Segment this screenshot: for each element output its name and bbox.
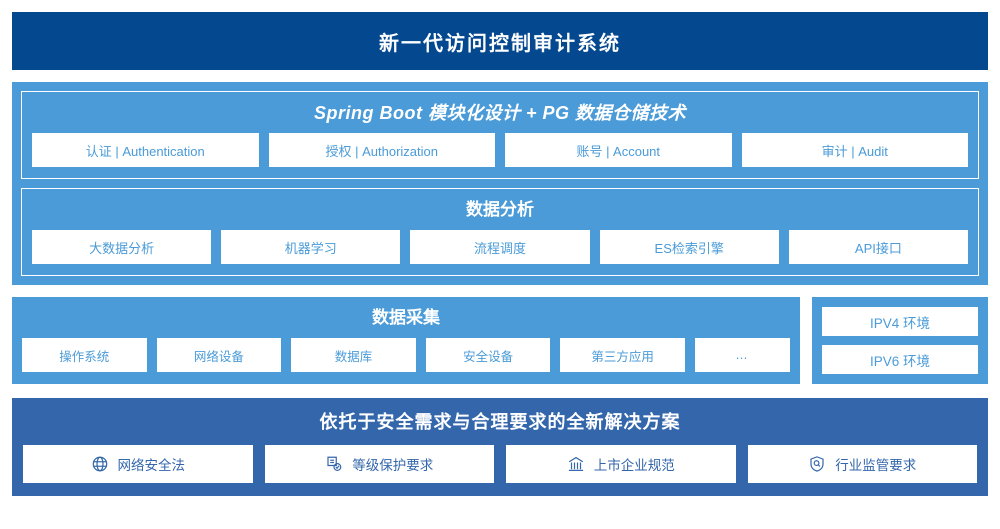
- data-collection-panel: 数据采集 操作系统 网络设备 数据库 安全设备 第三方应用 …: [12, 297, 800, 384]
- page-header: 新一代访问控制审计系统: [12, 12, 988, 70]
- chip-more[interactable]: …: [694, 338, 790, 372]
- shield-search-icon: [808, 455, 826, 473]
- chip-authorization[interactable]: 授权 | Authorization: [268, 133, 495, 167]
- chip-security-device[interactable]: 安全设备: [425, 338, 551, 372]
- chip-account[interactable]: 账号 | Account: [505, 133, 732, 167]
- chip-classified-protection[interactable]: 等级保护要求: [264, 445, 494, 483]
- chip-listed-company-standard[interactable]: 上市企业规范: [506, 445, 736, 483]
- data-collection-items: 操作系统 网络设备 数据库 安全设备 第三方应用 …: [22, 338, 790, 372]
- chip-ipv6-environment[interactable]: IPV6 环境: [822, 345, 978, 374]
- data-analysis-group: 数据分析 大数据分析 机器学习 流程调度 ES检索引擎 API接口: [21, 188, 979, 276]
- collection-row: 数据采集 操作系统 网络设备 数据库 安全设备 第三方应用 … IPV4 环境 …: [12, 297, 988, 384]
- chip-network-device[interactable]: 网络设备: [156, 338, 282, 372]
- chip-machine-learning[interactable]: 机器学习: [221, 230, 401, 264]
- chip-label: 上市企业规范: [593, 458, 675, 473]
- document-check-icon: [325, 455, 343, 473]
- chip-industry-regulation[interactable]: 行业监管要求: [747, 445, 977, 483]
- chip-cybersecurity-law[interactable]: 网络安全法: [23, 445, 253, 483]
- compliance-items: 网络安全法 等级保护要求: [23, 445, 977, 483]
- compliance-panel: 依托于安全需求与合理要求的全新解决方案 网络安全法: [12, 398, 988, 496]
- chip-label: 网络安全法: [117, 458, 186, 473]
- chip-authentication[interactable]: 认证 | Authentication: [32, 133, 259, 167]
- chip-third-party-app[interactable]: 第三方应用: [560, 338, 685, 372]
- page-title: 新一代访问控制审计系统: [379, 32, 621, 55]
- chip-es-search-engine[interactable]: ES检索引擎: [599, 230, 779, 264]
- chip-database[interactable]: 数据库: [291, 338, 416, 372]
- spring-boot-title: Spring Boot 模块化设计 + PG 数据仓储技术: [313, 103, 686, 123]
- compliance-title: 依托于安全需求与合理要求的全新解决方案: [319, 412, 681, 432]
- chip-ipv4-environment[interactable]: IPV4 环境: [822, 307, 978, 336]
- chip-operating-system[interactable]: 操作系统: [22, 338, 147, 372]
- chip-label: 行业监管要求: [835, 458, 917, 473]
- chip-label: 等级保护要求: [352, 458, 434, 473]
- ip-environment-panel: IPV4 环境 IPV6 环境: [812, 297, 988, 384]
- chip-big-data-analysis[interactable]: 大数据分析: [32, 230, 212, 264]
- bank-icon: [567, 455, 585, 473]
- globe-icon: [91, 455, 109, 473]
- spring-boot-group: Spring Boot 模块化设计 + PG 数据仓储技术 认证 | Authe…: [21, 91, 979, 179]
- chip-process-scheduling[interactable]: 流程调度: [410, 230, 590, 264]
- spring-boot-items: 认证 | Authentication 授权 | Authorization 账…: [32, 133, 968, 167]
- data-analysis-title: 数据分析: [466, 200, 534, 219]
- data-analysis-items: 大数据分析 机器学习 流程调度 ES检索引擎 API接口: [32, 230, 969, 264]
- chip-audit[interactable]: 审计 | Audit: [741, 133, 968, 167]
- chip-api-interface[interactable]: API接口: [788, 230, 969, 264]
- data-collection-title: 数据采集: [372, 308, 440, 327]
- platform-panel: Spring Boot 模块化设计 + PG 数据仓储技术 认证 | Authe…: [12, 82, 988, 285]
